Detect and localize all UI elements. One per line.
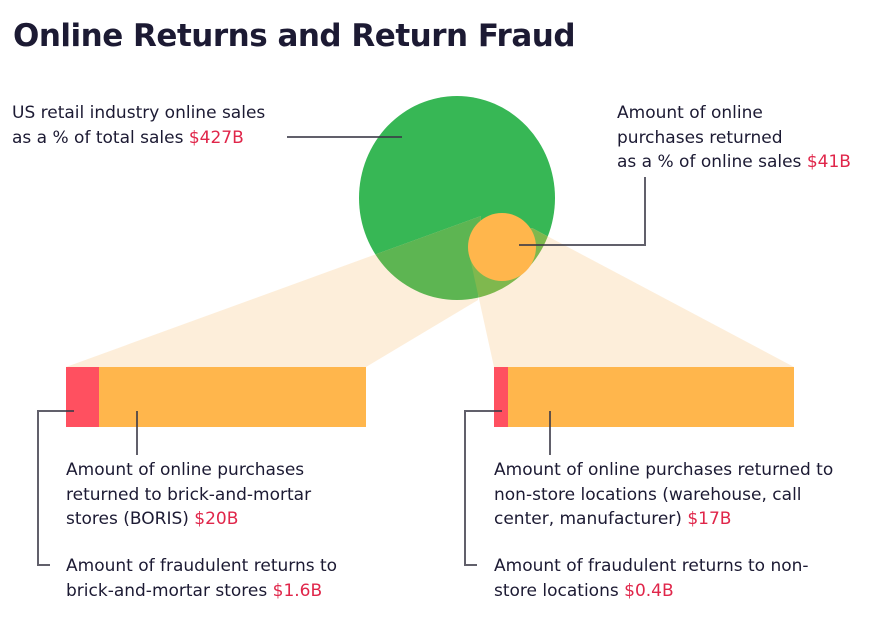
nonstore-returns-label: Amount of online purchases returned to n… — [494, 460, 834, 529]
online-sales-amount: $427B — [188, 127, 244, 148]
nonstore-returns-amount: $17B — [687, 509, 732, 529]
nonstore-fraud-amount: $0.4B — [624, 580, 674, 601]
boris-fraud-connector — [37, 410, 74, 566]
boris-fraud-label: Amount of fraudulent returns to brick-an… — [66, 556, 338, 601]
boris-fan-overlap — [359, 216, 481, 300]
nonstore-fraud-segment — [494, 367, 508, 427]
online-returns-connector — [519, 177, 646, 246]
online-returns-amount: $41B — [806, 152, 851, 172]
boris-returns-label: Amount of online purchases returned to b… — [66, 460, 312, 529]
boris-fraud-amount: $1.6B — [272, 580, 323, 601]
online-returns-circle — [468, 213, 536, 281]
boris-fraud-segment — [66, 367, 99, 427]
boris-returns-amount: $20B — [194, 509, 239, 529]
online-sales-label: US retail industry online sales as a % o… — [12, 103, 266, 148]
online-returns-label: Amount of online purchases returned as a… — [617, 103, 851, 172]
nonstore-fraud-connector — [464, 410, 502, 566]
page-title: Online Returns and Return Fraud — [13, 18, 576, 54]
boris-returns-bar — [66, 367, 366, 427]
nonstore-fraud-label: Amount of fraudulent returns to non- sto… — [494, 556, 809, 601]
nonstore-fan — [470, 228, 794, 367]
nonstore-returns-bar — [494, 367, 794, 427]
